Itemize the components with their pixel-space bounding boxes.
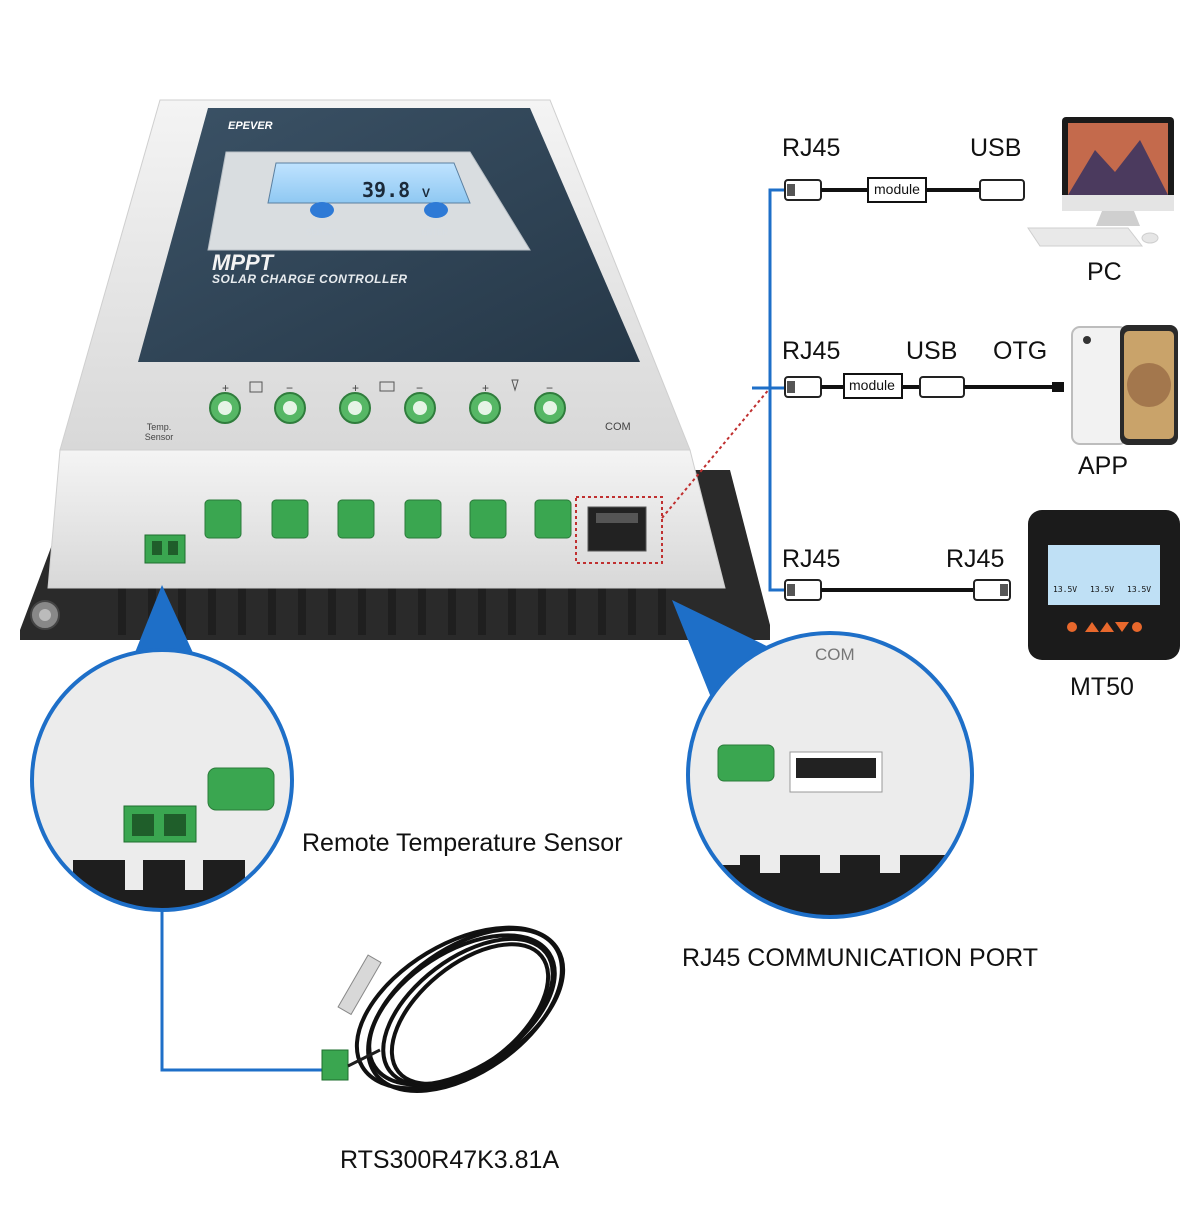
pc-icon <box>1027 117 1174 247</box>
com-port-highlight <box>575 496 663 564</box>
right-zoom-circle <box>686 631 974 919</box>
usb-plug-icon <box>979 179 1025 201</box>
sensor-link-line <box>160 910 345 1072</box>
mt50-reading: 13.5V <box>1053 585 1078 594</box>
terminal-sign: + <box>352 381 360 395</box>
lcd-unit: V <box>422 186 431 200</box>
device-label-mt50: MT50 <box>1070 673 1134 701</box>
front-wall <box>47 449 726 589</box>
module-box <box>843 373 903 399</box>
com-label: COM <box>605 421 631 433</box>
row2-otg-label: OTG <box>993 337 1048 365</box>
lcd-screen <box>267 162 471 204</box>
cable-pc <box>784 177 1025 203</box>
enter-label: ENTER <box>421 228 449 237</box>
solar-panel-icon <box>249 381 263 393</box>
row1-to-label: USB <box>970 134 1022 162</box>
row2-from-label: RJ45 <box>782 337 841 365</box>
select-button[interactable] <box>310 202 334 218</box>
device-label-app: APP <box>1078 452 1129 480</box>
terminal-sign: + <box>222 381 230 395</box>
temp-sensor-terminal <box>144 534 186 564</box>
enter-button[interactable] <box>424 202 448 218</box>
cable-app <box>784 373 1064 399</box>
mt50-icon <box>1028 510 1180 660</box>
com-port-pointer <box>661 387 771 519</box>
connection-tree <box>752 188 785 592</box>
sensor-probe <box>337 954 382 1016</box>
terminal-slots <box>204 499 572 539</box>
lcd-value: 39.8 <box>362 178 411 202</box>
otg-plug-icon <box>1052 382 1064 392</box>
temp-sensor-caption: Remote Temperature Sensor <box>302 829 623 857</box>
charge-controller <box>20 99 771 640</box>
load-icon <box>511 379 519 392</box>
brand-logo: EPEVER <box>228 120 273 132</box>
phone-icon <box>1071 325 1178 445</box>
mt50-reading: 13.5V <box>1127 585 1152 594</box>
terminal-sign: − <box>416 381 424 395</box>
sensor-model-label: RTS300R47K3.81A <box>340 1146 560 1174</box>
select-label: SELECT <box>306 228 338 237</box>
zoom-com-label: COM <box>815 645 855 664</box>
controller-title: MPPT <box>212 250 274 275</box>
terminal-sign: + <box>482 381 490 395</box>
temp-sensor-label: Temp. Sensor <box>144 422 174 442</box>
battery-icon <box>379 381 395 392</box>
sensor-plug <box>321 1049 349 1081</box>
comm-port-caption: RJ45 COMMUNICATION PORT <box>682 944 1039 972</box>
row2-module-label: module <box>849 377 895 393</box>
terminal-sign: − <box>546 381 554 395</box>
row2-to-label: USB <box>906 337 958 365</box>
right-callout-pointer <box>672 600 775 720</box>
mt50-reading: 13.5V <box>1090 585 1115 594</box>
row3-to-label: RJ45 <box>946 545 1005 573</box>
row3-from-label: RJ45 <box>782 545 841 573</box>
terminal-screws <box>209 392 566 424</box>
usb-plug-icon <box>919 376 965 398</box>
row1-from-label: RJ45 <box>782 134 841 162</box>
device-label-pc: PC <box>1087 258 1122 286</box>
row1-module-label: module <box>874 181 920 197</box>
terminal-sign: − <box>286 381 294 395</box>
controller-subtitle: SOLAR CHARGE CONTROLLER <box>212 272 408 286</box>
cable-mt50 <box>784 579 1011 601</box>
temperature-sensor-cable <box>354 925 566 1093</box>
